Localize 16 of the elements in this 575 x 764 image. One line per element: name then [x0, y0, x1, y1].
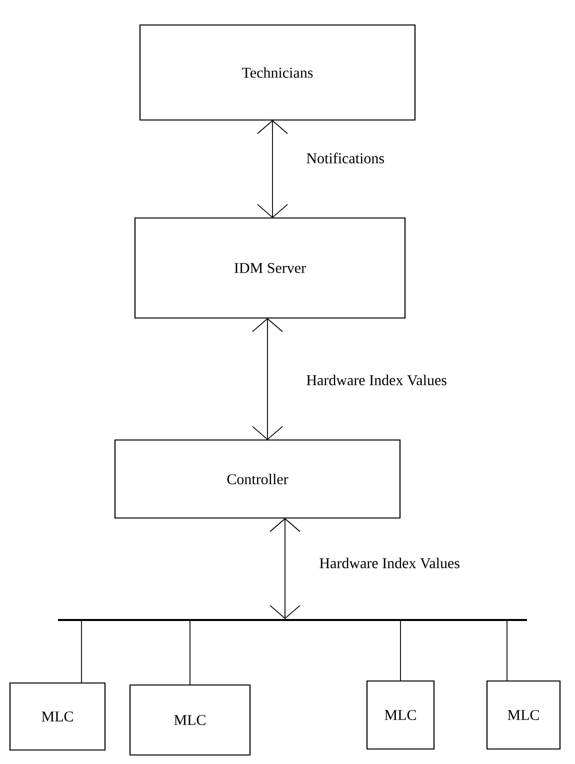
process-box: MLC	[9, 682, 106, 751]
process-box: MLC	[366, 680, 435, 750]
double-headed-arrow	[252, 318, 283, 440]
double-headed-arrow	[270, 518, 300, 619]
connector-line	[506, 620, 508, 682]
process-box: Controller	[114, 439, 401, 519]
connector-line	[81, 620, 82, 684]
process-box: Technicians	[139, 24, 416, 121]
double-headed-arrow	[257, 120, 288, 218]
process-box: MLC	[486, 680, 561, 750]
edge-label: Hardware Index Values	[318, 556, 461, 570]
process-box: IDM Server	[134, 217, 406, 319]
edge-label: Notifications	[305, 152, 386, 164]
connector-line	[400, 620, 401, 682]
edge-label: Hardware Index Values	[305, 374, 448, 386]
process-box: MLC	[129, 684, 251, 756]
